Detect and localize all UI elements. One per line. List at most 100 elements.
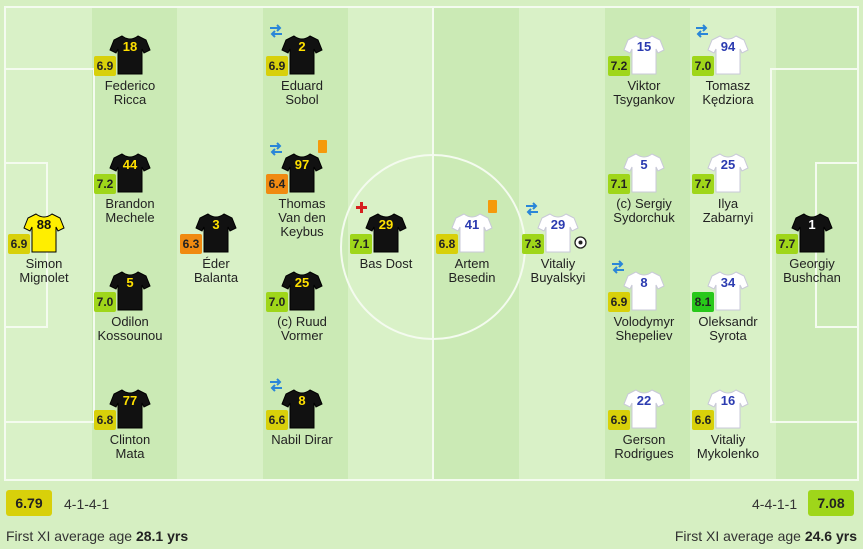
player-name-line: Nabil Dirar	[271, 432, 333, 447]
shirt-icon	[623, 389, 665, 429]
player-name-line: Simon	[25, 256, 63, 271]
player-number: 2	[298, 39, 306, 54]
player-rating: 8.1	[692, 292, 714, 312]
home-penalty-box	[6, 68, 95, 423]
player-name-line: Gerson	[622, 432, 666, 447]
away-penalty-box	[770, 68, 857, 423]
player-rating: 7.0	[94, 292, 116, 312]
goal-icon	[574, 236, 587, 249]
player-rating: 7.1	[608, 174, 630, 194]
player-number: 25	[294, 275, 310, 290]
substitution-icon	[268, 24, 284, 38]
player-number: 3	[212, 217, 220, 232]
player-name-line: Shepeliev	[615, 328, 673, 343]
player-rating: 6.9	[266, 56, 288, 76]
player-number: 34	[720, 275, 736, 290]
player-name-line: Mata	[115, 446, 145, 461]
player-rating: 6.4	[266, 174, 288, 194]
player-name-line: Kędziora	[702, 92, 754, 107]
shirt-icon	[791, 213, 833, 253]
player-number: 97	[294, 157, 310, 172]
shirt-icon	[451, 213, 493, 253]
home-formation: 4-1-4-1	[64, 496, 110, 512]
away-formation: 4-4-1-1	[752, 496, 798, 512]
player-number: 29	[550, 217, 566, 232]
player-name-line: Kossounou	[97, 328, 163, 343]
player-name-line: Viktor	[627, 78, 661, 93]
player-name-line: Syrota	[709, 328, 747, 343]
player-name-line: Vitaliy	[540, 256, 576, 271]
shirt-icon	[23, 213, 65, 253]
player-name-line: Buyalskyi	[530, 270, 586, 285]
shirt-icon	[365, 213, 407, 253]
player-number: 41	[464, 217, 480, 232]
player-name-line: Rodrigues	[614, 446, 674, 461]
player-name-line: Sobol	[285, 92, 319, 107]
player-number: 88	[36, 217, 52, 232]
yellow-card-icon	[318, 140, 327, 153]
player-number: 94	[720, 39, 736, 54]
away-team-rating: 7.08	[808, 490, 854, 516]
player-number: 22	[636, 393, 652, 408]
player-name: Nabil Dirar	[254, 433, 350, 447]
substitution-icon	[694, 24, 710, 38]
player-number: 77	[122, 393, 138, 408]
player-name-line: Bas Dost	[359, 256, 413, 271]
player-rating: 6.6	[266, 410, 288, 430]
shirt-icon	[707, 35, 749, 75]
player-name-line: (c) Sergiy	[616, 196, 672, 211]
player-rating: 7.0	[692, 56, 714, 76]
player-rating: 7.2	[94, 174, 116, 194]
shirt-icon	[623, 153, 665, 193]
home-team-rating: 6.79	[6, 490, 52, 516]
player-number: 15	[636, 39, 652, 54]
away-average-age-label: First XI average age	[674, 528, 801, 544]
away-average-age-value: 24.6 yrs	[804, 528, 857, 544]
